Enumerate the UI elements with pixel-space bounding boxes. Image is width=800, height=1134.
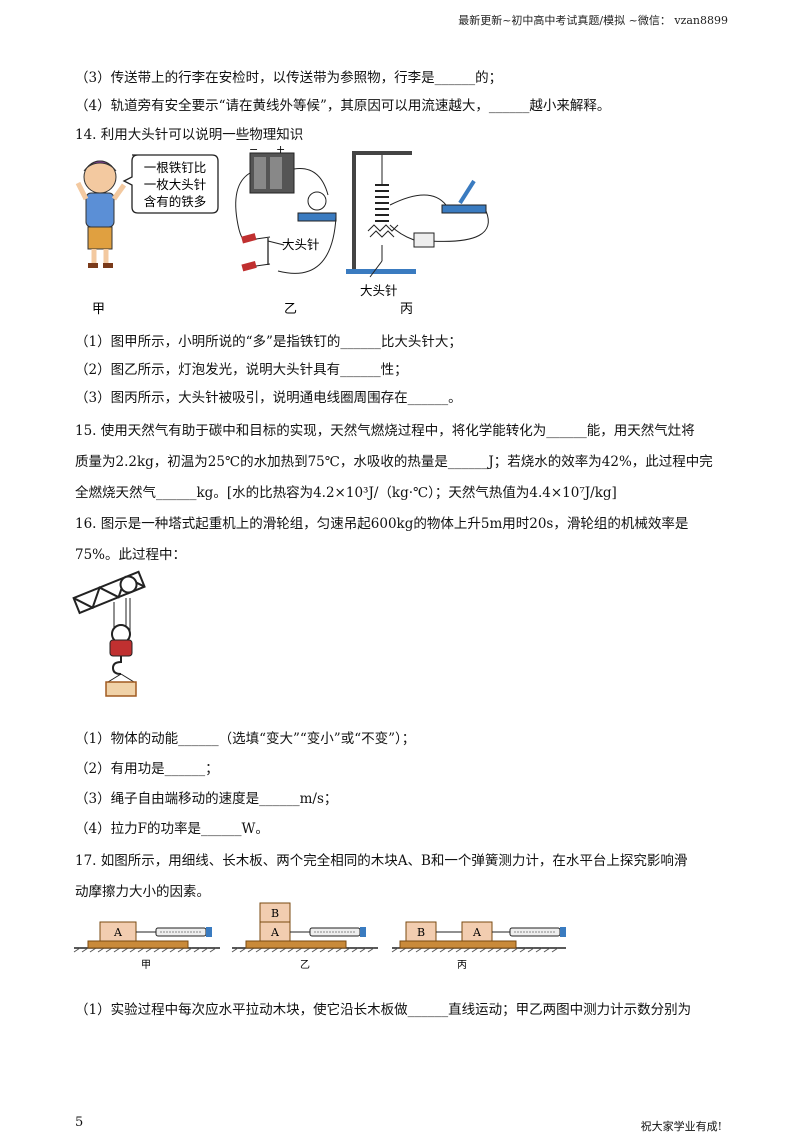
q13-part4: （4）轨道旁有安全要示“请在黄线外等候”，其原因可以用流速越大，______越小…	[75, 98, 611, 114]
battery-plus: +	[276, 145, 285, 156]
block-b-yi: B	[271, 907, 279, 920]
caption-bing: 丙	[400, 302, 413, 317]
q16-part2: （2）有用功是______；	[75, 761, 219, 777]
q16-line1: 16. 图示是一种塔式起重机上的滑轮组，匀速吊起600kg的物体上升5m用时20…	[75, 516, 689, 532]
setup-yi: A B	[231, 902, 378, 953]
q15-line1: 15. 使用天然气有助于碳中和目标的实现，天然气燃烧过程中，将化学能转化为___…	[75, 423, 695, 439]
setup-jia: A	[73, 921, 220, 953]
speech-line-2: 一枚大头针	[144, 177, 207, 192]
block-a-bing: A	[472, 926, 482, 939]
setup-bing: B A	[391, 921, 566, 953]
q16-crane-figure	[72, 570, 146, 697]
caption-jia: 甲	[92, 302, 105, 317]
q16-line2: 75%。此过程中：	[75, 547, 187, 563]
q14-part1: （1）图甲所示，小明所说的“多”是指铁钉的______比大头针大；	[75, 334, 462, 350]
pin-label-c: 大头针	[360, 283, 398, 298]
q13-part3: （3）传送带上的行李在安检时，以传送带为参照物，行李是______的；	[75, 70, 503, 86]
speech-bubble: 一根铁钉比 一枚大头针 含有的铁多	[122, 154, 219, 214]
q14-stem: 14. 利用大头针可以说明一些物理知识	[75, 127, 304, 143]
q17-part1: （1）实验过程中每次应水平拉动木块，使它沿长木板做______直线运动；甲乙两图…	[75, 1002, 692, 1018]
circuit-b: + − 大头针	[235, 145, 337, 274]
q16-part1: （1）物体的动能______（选填“变大”“变小”或“不变”）；	[75, 731, 416, 747]
q16-part4: （4）拉力F的功率是______W。	[75, 821, 269, 837]
block-b-bing: B	[417, 926, 425, 939]
boy-illustration	[75, 160, 127, 268]
circuit-c: 大头针	[346, 151, 489, 298]
q17-line2: 动摩擦力大小的因素。	[75, 884, 210, 900]
speech-line-3: 含有的铁多	[144, 194, 207, 209]
caption-yi: 乙	[284, 302, 297, 317]
caption-jia-17: 甲	[141, 960, 151, 971]
block-a-jia: A	[113, 926, 123, 939]
page-header: 最新更新~初中高中考试真题/模拟 ~微信： vzan8899	[458, 14, 728, 27]
q14-figure: 一根铁钉比 一枚大头针 含有的铁多 + − 大头针	[75, 145, 489, 317]
q15-line3: 全燃烧天然气______kg。[水的比热容为4.2×10³J/（kg·℃）；天然…	[75, 485, 617, 501]
q17-friction-figure: A A B B A 甲 乙 丙	[73, 902, 566, 971]
q17-line1: 17. 如图所示，用细线、长木板、两个完全相同的木块A、B和一个弹簧测力计，在水…	[75, 853, 688, 869]
q15-line2: 质量为2.2kg，初温为25℃的水加热到75℃，水吸收的热量是______J；若…	[75, 454, 713, 470]
caption-yi-17: 乙	[300, 959, 310, 971]
pin-label-b: 大头针	[282, 237, 320, 252]
caption-bing-17: 丙	[457, 960, 467, 971]
page-number: 5	[75, 1115, 84, 1130]
q16-part3: （3）绳子自由端移动的速度是______m/s；	[75, 791, 338, 807]
speech-line-1: 一根铁钉比	[144, 160, 207, 175]
battery-minus: −	[249, 145, 258, 156]
page-footer: 祝大家学业有成!	[640, 1120, 722, 1133]
q14-part3: （3）图丙所示，大头针被吸引，说明通电线圈周围存在______。	[75, 390, 462, 406]
block-a-yi: A	[270, 926, 280, 939]
q14-part2: （2）图乙所示，灯泡发光，说明大头针具有______性；	[75, 362, 408, 378]
